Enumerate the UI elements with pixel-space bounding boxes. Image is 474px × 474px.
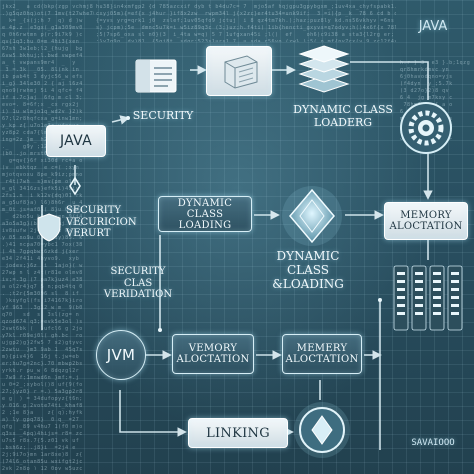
security-verification-line-2: VECURICION — [66, 216, 137, 228]
security-verification-line-1: SECURITY — [66, 205, 121, 216]
shield-icon — [37, 213, 61, 242]
document-icon — [135, 59, 177, 93]
file-cube-icon — [224, 55, 258, 89]
code-texture-top: hu38}in4xmfgp2 {d 785azcxif dyb t b4du7c… — [96, 4, 396, 42]
gem-icon — [282, 186, 342, 246]
security-class-verification-label: SECURITY CLAS VERIDATION — [103, 266, 173, 300]
security-label-top: SECURITY — [132, 109, 194, 122]
server-rack-icon — [393, 265, 463, 331]
java-node: JAVA — [46, 125, 106, 157]
security-verification-label: SECURITY VECURICION VERURT — [66, 205, 158, 240]
jvm-node: JVM — [96, 330, 146, 380]
corner-label: JAVA — [418, 19, 448, 34]
vemory-allocation-node: VEMORY ALOCTATION — [172, 334, 254, 374]
gear-icon — [400, 102, 452, 154]
orb-diamond-icon — [294, 402, 350, 458]
security-verification-line-3: VERURT — [66, 228, 111, 239]
dynamic-class-loading-label-top: DYNAMIC CLASS LOADERG — [293, 103, 393, 129]
node-dot — [158, 328, 162, 332]
node-dot — [126, 116, 130, 120]
memery-allocation-node: MEMERY ALOCTATION — [282, 334, 362, 374]
line-stack-to-gear — [350, 61, 429, 100]
memory-allocation-node-right: MEMORY ALOCTATION — [384, 202, 468, 240]
linking-node: LINKING — [188, 418, 288, 448]
dynamic-class-loading-node: DYNAMIC CLASS LOADING — [158, 196, 252, 232]
arrow-java-to-security — [111, 115, 130, 125]
diamond-connector-icon — [69, 176, 81, 196]
node-dot — [378, 298, 382, 302]
layers-stack-icon — [298, 45, 350, 93]
code-texture-left: jkx2_ a cd(bkp(zgp vchmj8 .)g5qz0hq)ot(7… — [2, 4, 94, 470]
line-jvm-to-linking — [119, 390, 187, 437]
bottom-right-label: SAVAIOOO — [411, 438, 455, 448]
class-file-node — [206, 46, 272, 96]
dynamic-class-loading-label-center: DYNAMIC CLASS &LOADING — [272, 249, 344, 291]
